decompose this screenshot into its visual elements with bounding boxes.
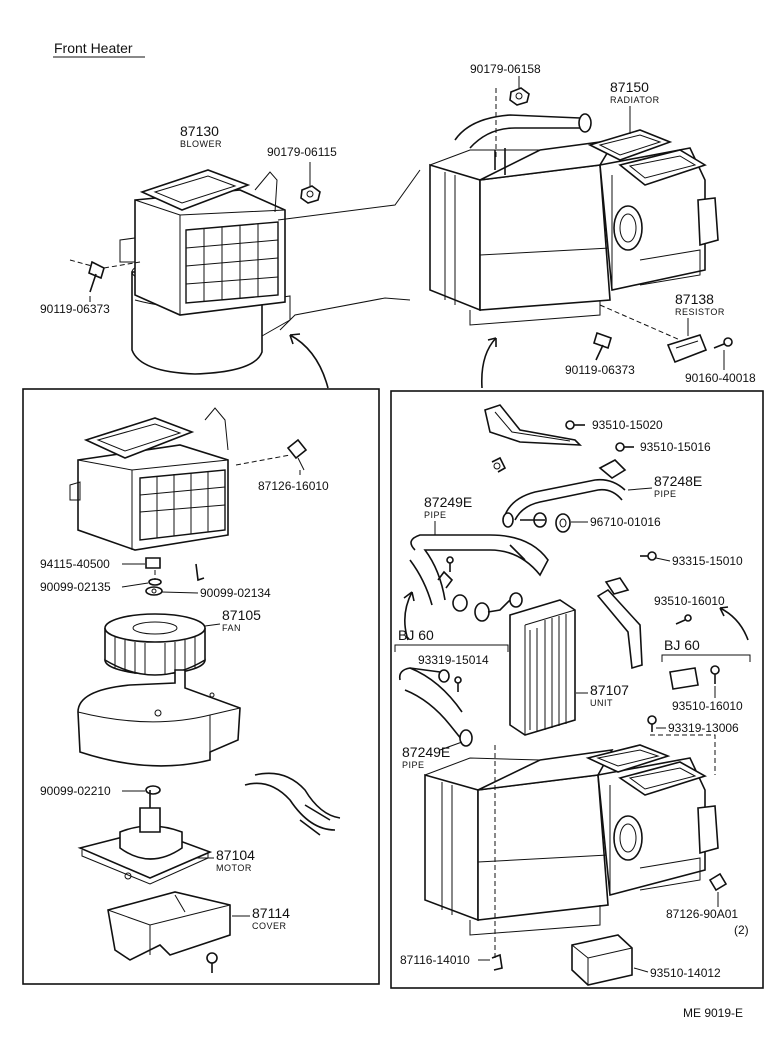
- bolt-90119-06373-right-icon: [593, 331, 612, 361]
- washer-90099-02210-icon: [145, 785, 161, 795]
- fan-87105-drawing: [104, 613, 206, 676]
- gasket-lower-icon: [474, 602, 490, 622]
- nut-90179-06115-icon: [300, 185, 321, 204]
- heater-unit-detail-frame: [390, 390, 764, 989]
- arrow-to-heater-detail: [480, 337, 497, 389]
- label-93315-15010: 93315-15010: [672, 554, 743, 568]
- label-87116-14010: 87116-14010: [400, 953, 470, 967]
- label-93510-14012: 93510-14012: [650, 966, 721, 980]
- label-qty-2: (2): [734, 923, 749, 937]
- heater-case-drawing: [424, 744, 719, 936]
- clamp-mid-icon: [437, 570, 454, 589]
- label-87130: 87130: [180, 123, 219, 139]
- screw-93510-16010-icon: [675, 614, 692, 625]
- clip-87116-14010-icon: [491, 953, 503, 971]
- label-87114: 87114: [252, 905, 290, 921]
- screw-bottom-icon: [206, 952, 218, 973]
- label-87107: 87107: [590, 682, 629, 698]
- bracket-small-icon: [195, 563, 205, 582]
- label-90179-06158: 90179-06158: [470, 62, 541, 76]
- clip-87126-90a01-icon: [708, 872, 728, 892]
- screw-93510-15020-icon: [565, 420, 585, 430]
- duct-hose-drawing: [244, 772, 341, 836]
- label-radiator: RADIATOR: [610, 95, 660, 105]
- cover-87114-drawing: [107, 891, 231, 961]
- bj60-left-bracket: [394, 644, 509, 652]
- label-93319-15014: 93319-15014: [418, 653, 489, 667]
- diagram-title: Front Heater: [54, 40, 133, 56]
- blower-case-drawing: [69, 407, 229, 551]
- gasket-96710-01016-icon: [555, 513, 571, 533]
- label-87104: 87104: [216, 847, 255, 863]
- resistor-87138-icon: [666, 334, 708, 364]
- label-blower: BLOWER: [180, 139, 222, 149]
- label-87248e: 87248E: [654, 473, 702, 489]
- label-93319-13006: 93319-13006: [668, 721, 739, 735]
- clip-87126-16010-icon: [286, 438, 308, 471]
- blower-to-heater-connector: [277, 169, 421, 221]
- label-pipe-87248e: PIPE: [654, 489, 677, 499]
- label-90160-40018: 90160-40018: [685, 371, 756, 385]
- nut-90179-06158-icon: [509, 87, 530, 106]
- label-87105: 87105: [222, 607, 261, 623]
- label-87249e-lower: 87249E: [402, 744, 450, 760]
- bj60-right-bracket: [661, 654, 751, 662]
- label-pipe-87249e-lower: PIPE: [402, 760, 425, 770]
- duct-bottom-drawing: [571, 934, 633, 986]
- label-87249e-upper: 87249E: [424, 494, 472, 510]
- label-90099-02210: 90099-02210: [40, 784, 111, 798]
- label-93510-15020: 93510-15020: [592, 418, 663, 432]
- label-90119-06373-right: 90119-06373: [565, 363, 635, 377]
- label-90099-02135: 90099-02135: [40, 580, 111, 594]
- screw-93319-15014-icon: [454, 676, 462, 692]
- label-93510-16010-lower: 93510-16010: [672, 699, 743, 713]
- blower-assembly-drawing: [119, 169, 291, 375]
- clamp-upper-icon: [598, 459, 627, 479]
- label-87150: 87150: [610, 79, 649, 95]
- washer-90099-02134-icon: [145, 586, 163, 596]
- plate-small-icon: [669, 667, 699, 690]
- label-motor: MOTOR: [216, 863, 252, 873]
- footer-code: ME 9019-E: [683, 1006, 743, 1020]
- label-90179-06115: 90179-06115: [267, 145, 337, 159]
- scroll-housing-drawing: [77, 669, 241, 767]
- screw-93510-15016-icon: [615, 442, 634, 452]
- label-pipe-87249e-upper: PIPE: [424, 510, 447, 520]
- heater-unit-drawing: [429, 113, 719, 326]
- label-fan: FAN: [222, 623, 241, 633]
- label-96710-01016: 96710-01016: [590, 515, 661, 529]
- clip-94115-40500-icon: [145, 557, 161, 569]
- bracket-right-drawing: [596, 588, 643, 670]
- screw-mid-icon: [446, 556, 454, 572]
- label-87126-16010: 87126-16010: [258, 479, 329, 493]
- label-87138: 87138: [675, 291, 714, 307]
- motor-87104-drawing: [77, 790, 213, 885]
- blower-detail-frame: [22, 388, 380, 985]
- pipe-87249e-upper-drawing: [409, 534, 549, 612]
- screw-93319-13006-icon: [647, 715, 657, 732]
- pipe-87249e-lower-drawing: [398, 667, 473, 747]
- label-93510-16010-upper: 93510-16010: [654, 594, 725, 608]
- screw-93510-16010-b-icon: [710, 665, 720, 684]
- label-93510-15016: 93510-15016: [640, 440, 711, 454]
- bolt-90119-06373-left-icon: [88, 260, 105, 293]
- pipe-87248e-drawing: [502, 478, 626, 528]
- screw-90160-40018-icon: [713, 337, 733, 349]
- label-94115-40500: 94115-40500: [40, 557, 110, 571]
- label-unit: UNIT: [590, 698, 613, 708]
- heater-core-87107-drawing: [509, 599, 576, 736]
- label-bj60-right: BJ 60: [664, 637, 700, 653]
- arrow-to-blower-detail: [289, 334, 329, 389]
- label-87126-90a01: 87126-90A01: [666, 907, 738, 921]
- screw-93315-15010-icon: [640, 551, 657, 561]
- label-90119-06373-left: 90119-06373: [40, 302, 110, 316]
- clamp-right-icon: [604, 577, 630, 595]
- label-bj60-left: BJ 60: [398, 627, 434, 643]
- label-resistor: RESISTOR: [675, 307, 725, 317]
- label-cover: COVER: [252, 921, 287, 931]
- bracket-top-drawing: [484, 404, 583, 446]
- label-90099-02134: 90099-02134: [200, 586, 271, 600]
- clamp-left-icon: [491, 456, 507, 473]
